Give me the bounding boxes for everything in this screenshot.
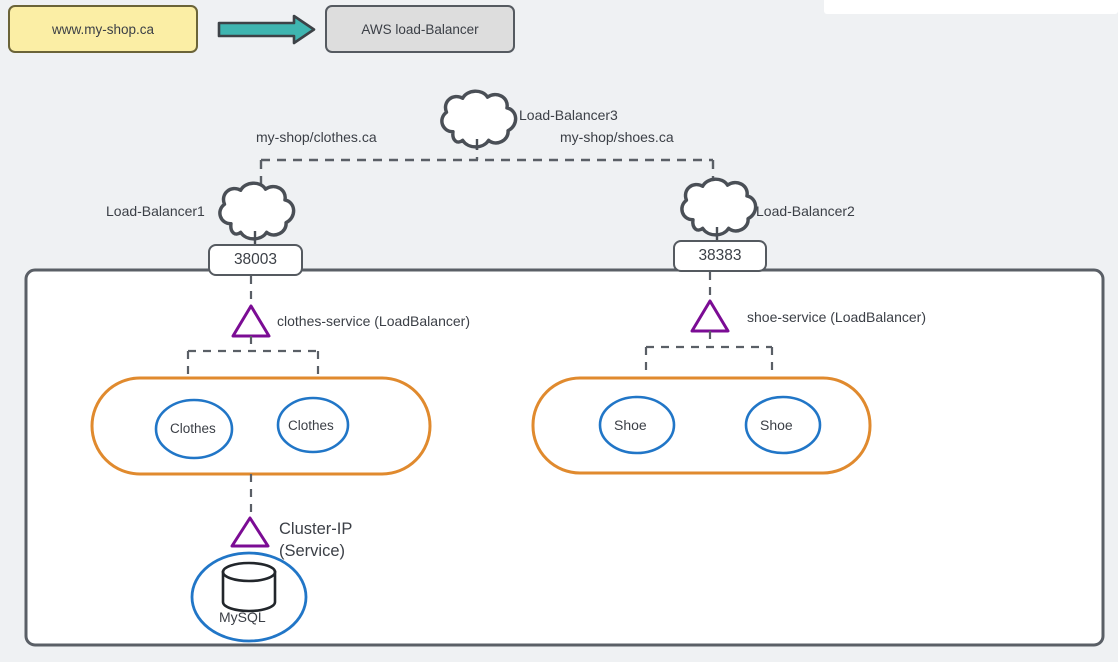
load-balancer-2-cloud-icon[interactable] — [680, 177, 758, 237]
shoe-service-label: shoe-service (LoadBalancer) — [747, 309, 926, 325]
load-balancer-3-label: Load-Balancer3 — [519, 107, 618, 123]
shoe-pod-1-label: Shoe — [614, 417, 647, 433]
cluster-ip-label-line-1: Cluster-IP — [279, 520, 353, 538]
shoe-service-to-pods-links — [644, 331, 774, 400]
cluster-ip-service-triangle-icon[interactable] — [230, 516, 270, 548]
aws-load-balancer-node-box[interactable]: AWS load-Balancer — [325, 5, 515, 53]
clothes-pod-2[interactable] — [276, 396, 350, 454]
load-balancer-1-cloud-icon[interactable] — [218, 181, 296, 241]
top-toolbar-strip[interactable] — [824, 0, 1118, 14]
mysql-label: MySQL — [219, 609, 266, 625]
aws-load-balancer-label: AWS load-Balancer — [361, 21, 479, 37]
load-balancer-1-port-box[interactable]: 38003 — [208, 244, 303, 276]
clothes-pod-1[interactable] — [154, 398, 234, 460]
load-balancer-2-label: Load-Balancer2 — [756, 203, 855, 219]
clothes-pod-1-label: Clothes — [170, 421, 216, 436]
domain-node-label: www.my-shop.ca — [51, 21, 155, 37]
load-balancer-3-cloud-icon[interactable] — [440, 89, 518, 149]
clothes-route-label: my-shop/clothes.ca — [256, 129, 377, 145]
shoes-route-label: my-shop/shoes.ca — [560, 129, 674, 145]
clothes-service-to-pods-links — [186, 336, 321, 404]
domain-node-box[interactable]: www.my-shop.ca — [8, 5, 198, 53]
ingress-routing-lines — [259, 141, 715, 186]
shoe-pod-1[interactable] — [598, 395, 676, 455]
port-to-service-links — [249, 272, 712, 308]
shoe-pod-2[interactable] — [744, 395, 822, 455]
load-balancer-2-port-box[interactable]: 38383 — [673, 240, 767, 272]
flow-arrow-icon — [217, 14, 316, 45]
cluster-ip-label-line-2: (Service) — [279, 542, 346, 560]
load-balancer-2-port-label: 38383 — [698, 247, 742, 264]
load-balancer-1-port-label: 38003 — [233, 251, 278, 268]
clothes-replicaset-boundary — [90, 376, 432, 476]
load-balancer-1-label: Load-Balancer1 — [106, 203, 205, 219]
clothes-service-label: clothes-service (LoadBalancer) — [277, 313, 470, 329]
shoe-pod-2-label: Shoe — [760, 417, 793, 433]
clothes-pod-2-label: Clothes — [288, 418, 334, 433]
database-cylinder-icon — [221, 561, 277, 613]
